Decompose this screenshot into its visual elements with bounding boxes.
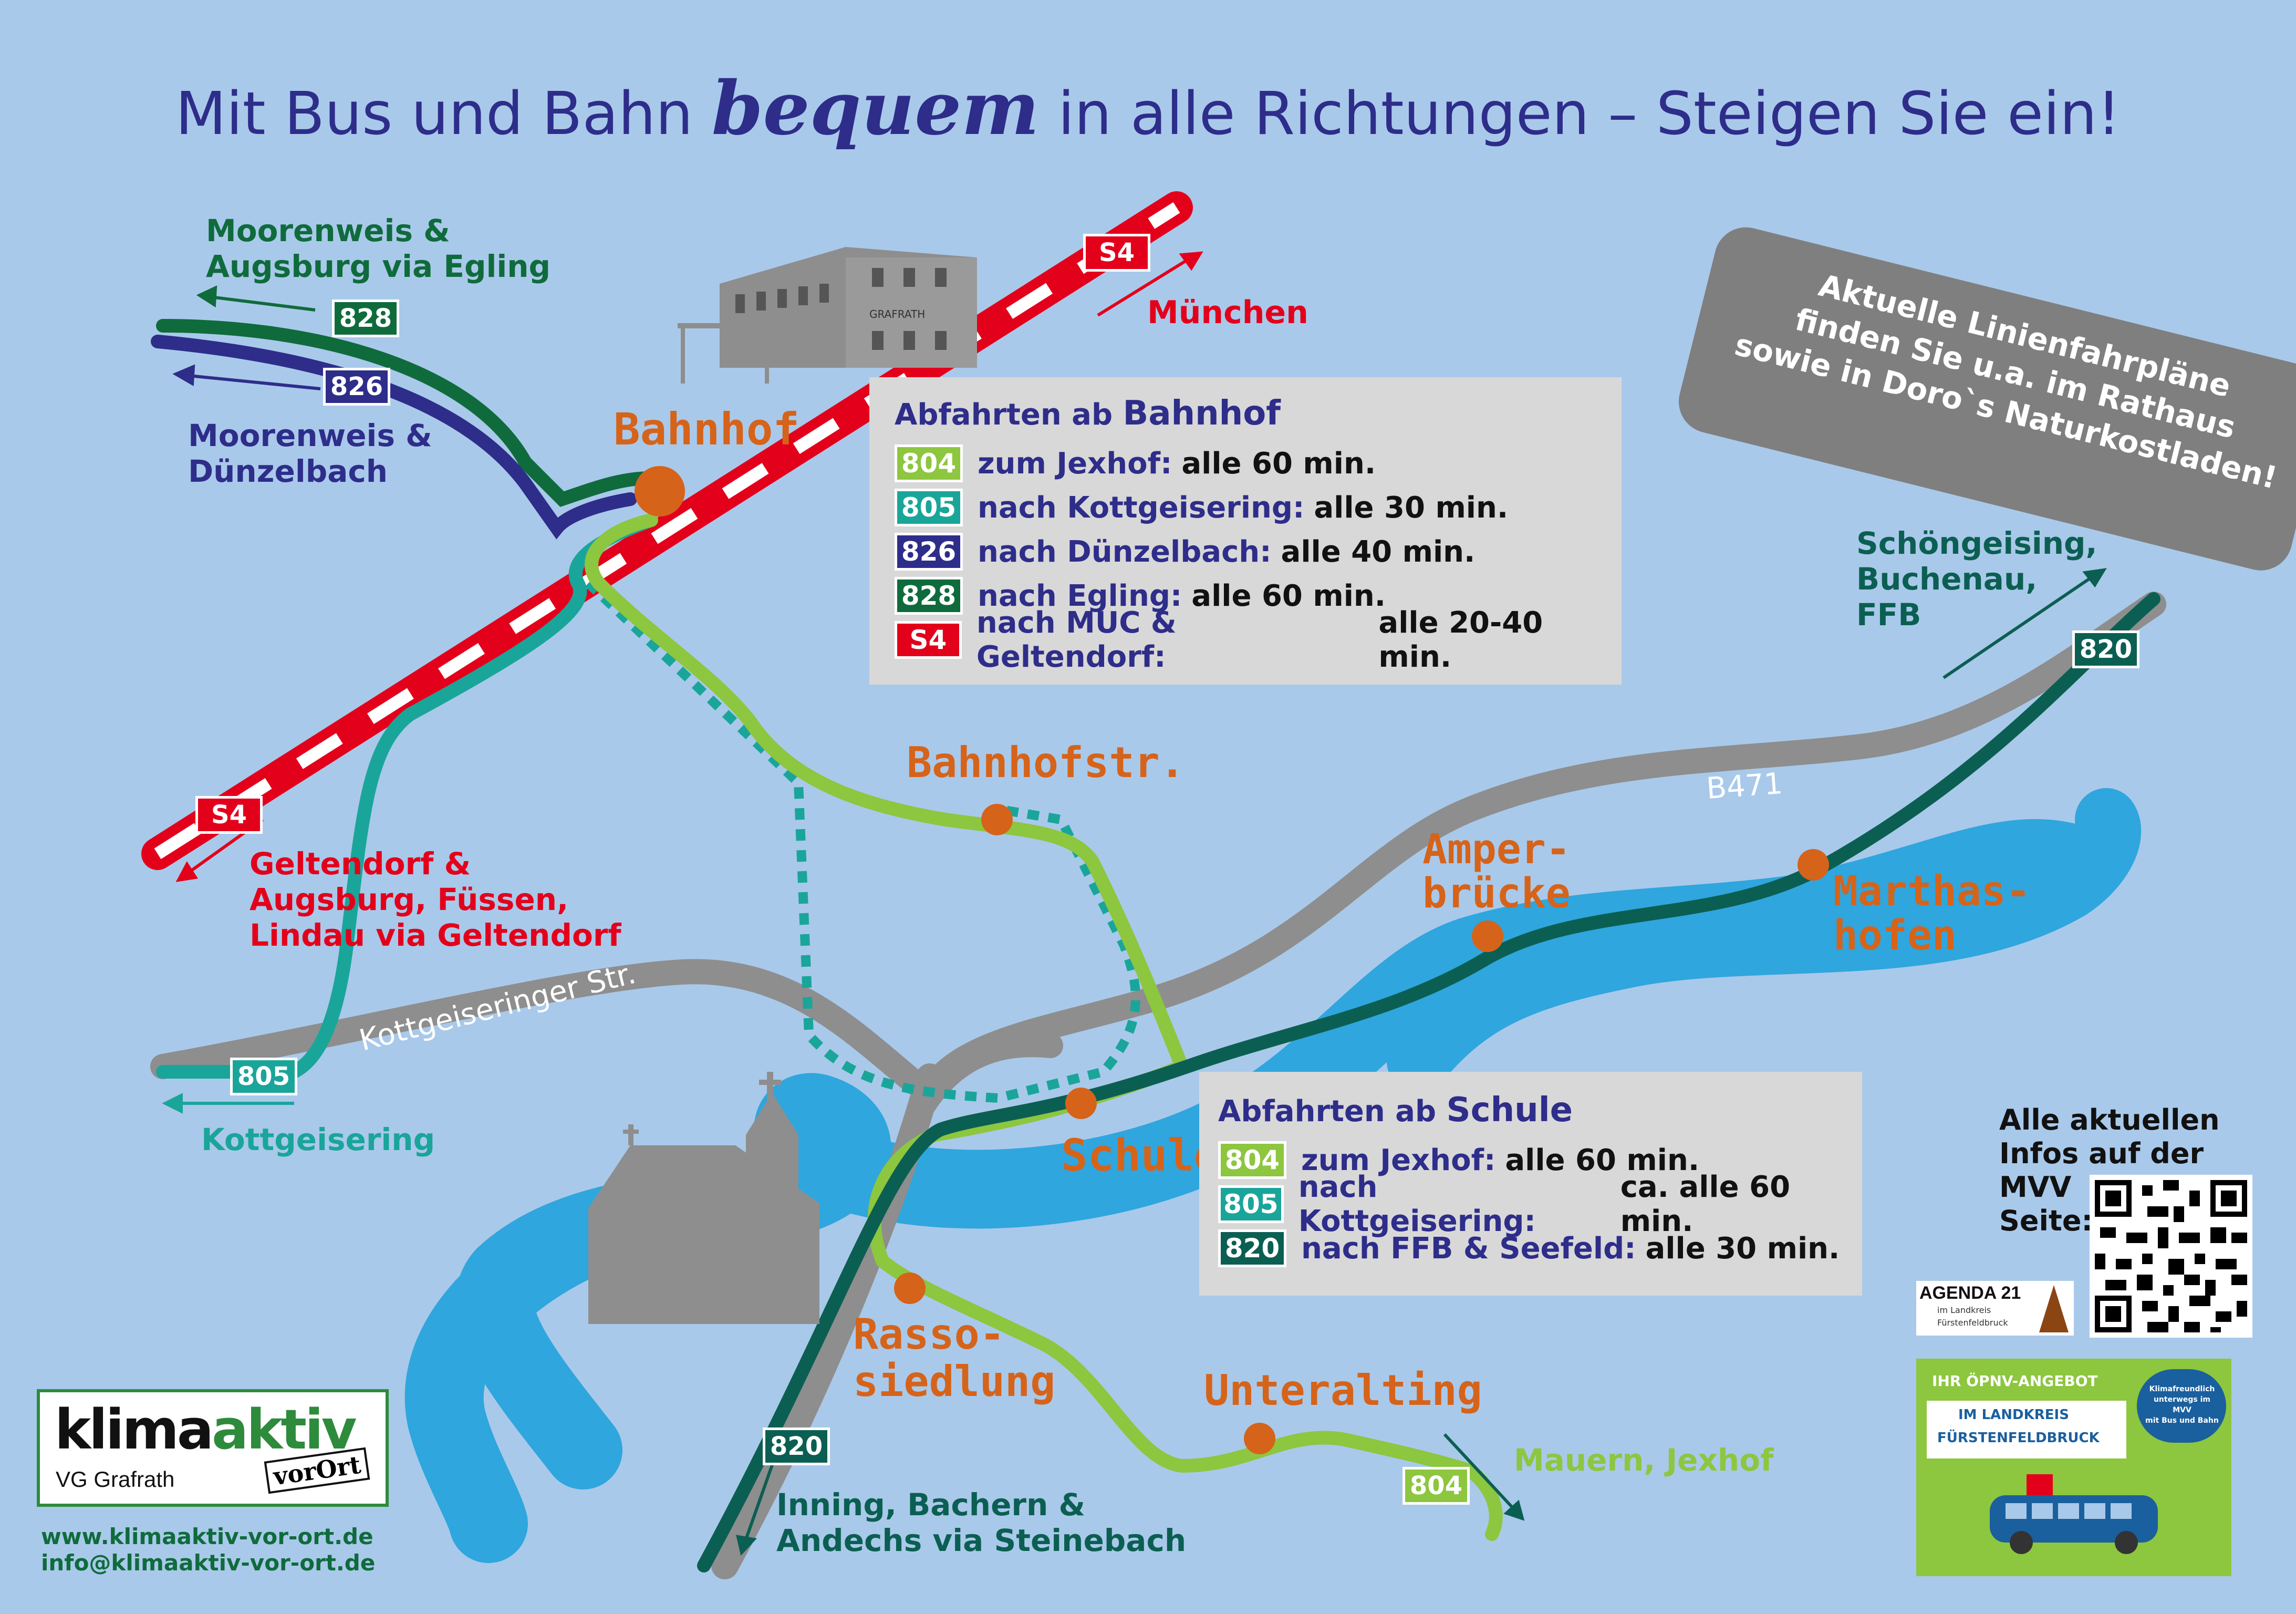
dest-schoengeising: Schöngeising,Buchenau,FFB (1856, 525, 2097, 633)
stop-bahnhofstr: Bahnhofstr. (907, 738, 1185, 787)
road-label-b471: B471 (1705, 767, 1783, 806)
badge-804: 804 (1402, 1467, 1470, 1505)
line-805-dotted (585, 580, 1140, 1103)
river-lower (404, 1190, 643, 1563)
agenda21-sub2: Fürstenfeldbruck (1937, 1318, 2008, 1328)
contact-mail[interactable]: info@klimaaktiv-vor-ort.de (41, 1550, 376, 1576)
stop-dot-unteralting (1244, 1423, 1275, 1454)
dest-moorenweis-duenzelbach: Moorenweis &Dünzelbach (188, 418, 432, 489)
dest-inning: Inning, Bachern &Andechs via Steinebach (776, 1487, 1187, 1558)
arrow-kottgeisering (162, 1093, 294, 1114)
badge-s4-top: S4 (1083, 234, 1150, 272)
arrow-moorenweis-augsburg (196, 285, 316, 312)
contact-web[interactable]: www.klimaaktiv-vor-ort.de (41, 1524, 373, 1549)
badge-820-right: 820 (2072, 630, 2139, 668)
church-icon (588, 1072, 819, 1324)
stop-unteralting: Unteralting (1204, 1366, 1482, 1415)
arrow-mauern (1443, 1433, 1525, 1521)
badge-826: 826 (323, 368, 390, 406)
road-label-kottgeiseringer: Kottgeiseringer Str. (356, 956, 639, 1058)
dest-geltendorf: Geltendorf & Augsburg, Füssen,Lindau via… (250, 846, 621, 953)
arrow-muenchen (1097, 251, 1203, 317)
arrow-moorenweis-duenzelbach (172, 364, 321, 390)
stop-dot-amperbruecke (1472, 920, 1503, 952)
stop-amperbruecke: Amper-brücke (1422, 826, 1571, 917)
agenda21-sub1: im Landkreis (1937, 1305, 1991, 1315)
stop-dot-bahnhofstr (981, 804, 1013, 835)
badge-820-bottom: 820 (763, 1427, 830, 1465)
qr-code-icon (2095, 1180, 2247, 1332)
arrow-schoengeising (1942, 568, 2107, 679)
oepnv-card: IHR ÖPNV-ANGEBOT IM LANDKREIS FÜRSTENFEL… (1916, 1359, 2231, 1576)
station-building (678, 247, 977, 384)
line-804 (585, 513, 1503, 1541)
line-805 (156, 513, 658, 1079)
panel-bahnhof-title: Abfahrten ab Bahnhof (895, 394, 1281, 433)
badge-805: 805 (230, 1058, 297, 1095)
agenda21-title: AGENDA 21 (1919, 1283, 2021, 1303)
road-b471 (912, 592, 2166, 1116)
stop-bahnhof: Bahnhof (614, 404, 800, 455)
klimaaktiv-logo: klimaaktiv vorOrt VG Grafrath (37, 1389, 389, 1507)
page-title: Mit Bus und Bahn bequem in alle Richtung… (175, 66, 2121, 152)
oepnv-line3: FÜRSTENFELDBRUCK (1937, 1430, 2100, 1446)
river-upper (1387, 788, 2142, 1093)
tower-icon (2039, 1285, 2069, 1332)
badge-s4-bottom: S4 (195, 796, 263, 834)
badge-828: 828 (332, 299, 399, 337)
stop-dot-marthashofen (1798, 849, 1829, 881)
dest-mauern: Mauern, Jexhof (1514, 1442, 1774, 1478)
panel-schule-title: Abfahrten ab Schule (1218, 1091, 1573, 1130)
railway-s4-dashes (154, 202, 1180, 860)
line-826 (151, 335, 637, 540)
stop-dot-bahnhof (635, 466, 685, 516)
bus-icon (1990, 1474, 2158, 1554)
building-label: GRAFRATH (869, 308, 925, 320)
dest-muenchen: München (1147, 294, 1308, 331)
stop-schule: Schule (1061, 1130, 1221, 1181)
logo-sub: VG Grafrath (56, 1467, 175, 1492)
oepnv-line1: IHR ÖPNV-ANGEBOT (1932, 1372, 2098, 1390)
road-southeast (912, 1032, 1063, 1116)
dest-kottgeisering: Kottgeisering (201, 1122, 435, 1157)
logo-klima: klima (55, 1398, 214, 1462)
logo-aktiv: aktiv (212, 1398, 357, 1462)
oepnv-line2: IM LANDKREIS (1958, 1407, 2069, 1423)
line-820 (697, 592, 2160, 1572)
dest-moorenweis-augsburg: Moorenweis &Augsburg via Egling (206, 213, 551, 284)
line-828 (156, 319, 658, 507)
stop-marthashofen: Marthas-hofen (1833, 868, 2031, 959)
qr-code[interactable] (2090, 1175, 2252, 1338)
agenda21-logo: AGENDA 21 im Landkreis Fürstenfeldbruck (1916, 1281, 2074, 1336)
title-emphasis: bequem (711, 66, 1040, 152)
stop-dot-rassosiedlung (894, 1272, 926, 1304)
stop-dot-schule (1065, 1088, 1097, 1119)
stop-rassosiedlung: Rasso-siedlung (853, 1310, 1056, 1406)
